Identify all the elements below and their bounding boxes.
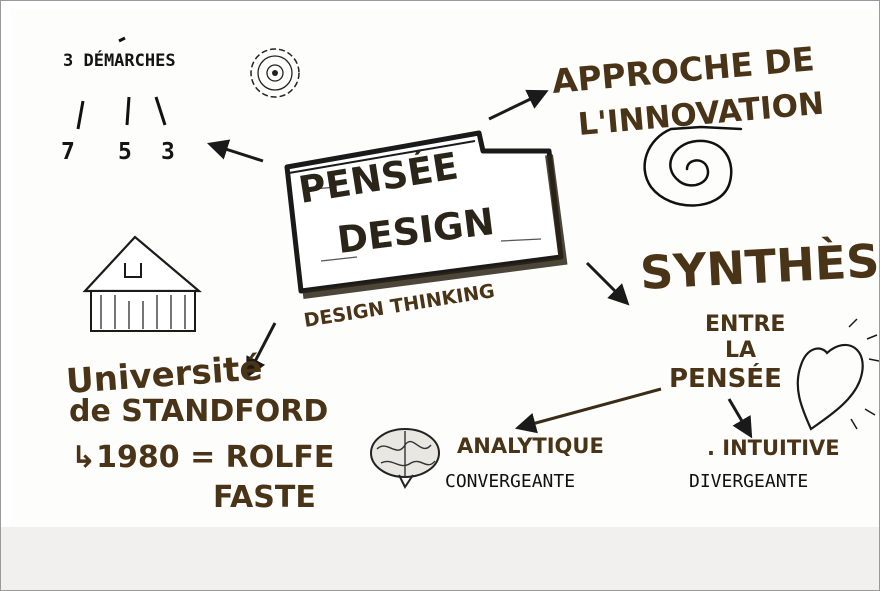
synthese-line-entre: ENTRE — [705, 312, 785, 337]
universite-line2: de STANDFORD — [69, 394, 328, 429]
number-5: 5 — [118, 139, 132, 165]
number-7: 7 — [61, 139, 75, 165]
synthese-line-la: LA — [725, 338, 756, 363]
analytique-label: ANALYTIQUE — [457, 434, 604, 458]
intuitive-sub: DIVERGEANTE — [689, 471, 808, 492]
arrow-to-analytique — [514, 387, 662, 434]
footer-band — [1, 527, 879, 590]
synthese-title: SYNTHÈSE — [639, 232, 880, 300]
gear-icon — [250, 48, 300, 98]
arrow-to-synthese — [585, 261, 630, 306]
intuitive-label: . INTUITIVE — [707, 436, 840, 460]
building-icon — [82, 235, 203, 332]
universite-line4: FASTE — [213, 480, 316, 515]
arrow-to-universite — [246, 322, 277, 379]
spiral-icon — [643, 125, 743, 207]
arrow-to-demarches — [206, 139, 264, 163]
number-3: 3 — [161, 139, 175, 165]
universite-line3: ↳1980 = ROLFE — [71, 440, 334, 475]
center-box — [284, 130, 568, 299]
branch-line-3 — [154, 96, 167, 126]
heart-icon — [796, 318, 879, 431]
branch-line-2 — [125, 96, 131, 126]
demarches-label: 3 DÉMARCHES — [63, 49, 176, 71]
branch-line-1 — [76, 100, 85, 130]
accent-mark — [118, 36, 126, 43]
arrow-to-intuitive — [727, 398, 753, 439]
arrow-to-innovation — [488, 89, 549, 121]
synthese-line-pensee: PENSÉE — [669, 362, 782, 394]
analytique-sub: CONVERGEANTE — [445, 471, 575, 492]
brain-icon — [370, 428, 440, 489]
